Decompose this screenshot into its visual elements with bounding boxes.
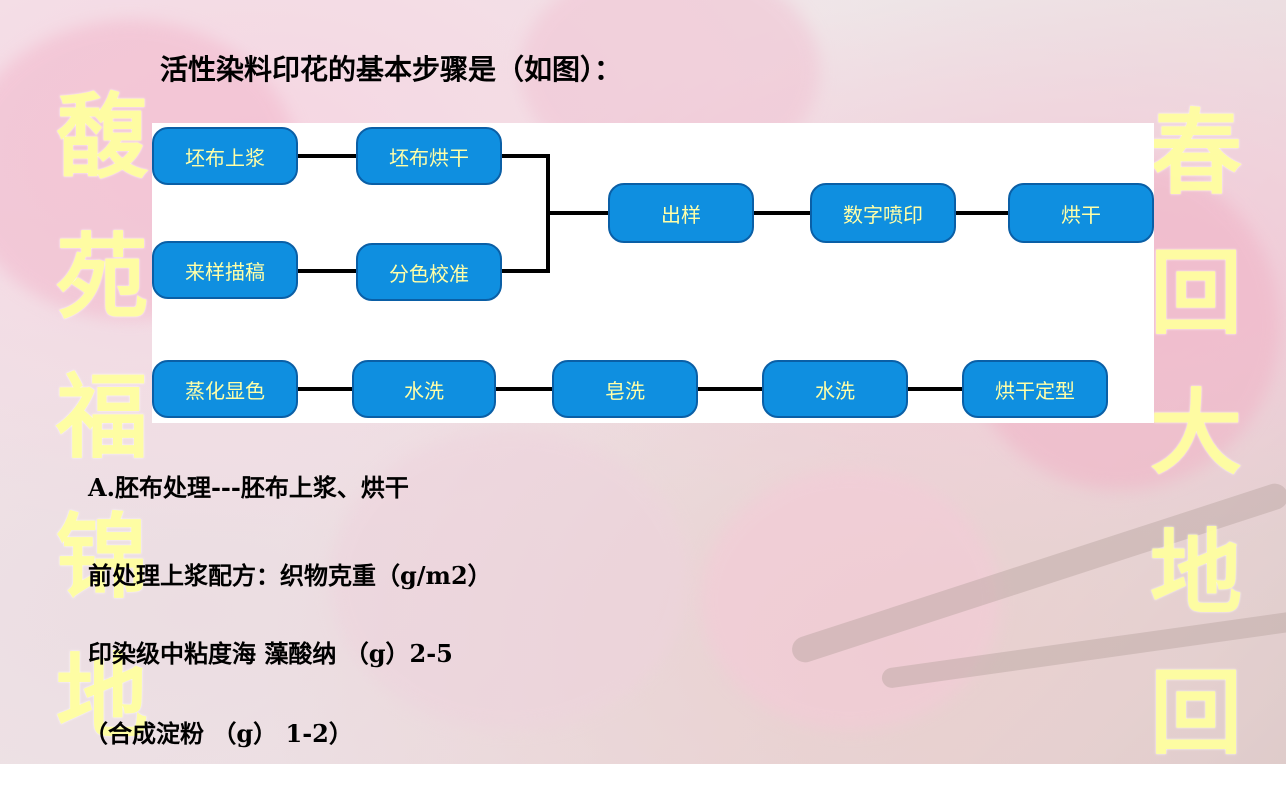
decor-char: 大 [1150,380,1243,487]
decor-char: 馥 [56,84,149,191]
node-n7: 烘干 [1008,183,1154,243]
node-n8: 蒸化显色 [152,360,298,418]
connector-lines [298,154,1008,391]
node-n9: 水洗 [352,360,496,418]
node-n6: 数字喷印 [810,183,956,243]
decor-char: 回 [1150,240,1243,347]
decor-char: 福 [56,364,149,471]
slide-title: 活性染料印花的基本步骤是（如图）： [160,53,623,86]
text-line-1: A.胚布处理---胚布上浆、烘干 [88,473,409,502]
node-n3: 来样描稿 [152,241,298,299]
node-n11: 水洗 [762,360,908,418]
decor-char: 苑 [56,224,149,331]
decor-char: 春 [1150,100,1243,207]
node-n5: 出样 [608,183,754,243]
node-n1: 坯布上浆 [152,127,298,185]
decor-char: 锦 [56,504,149,611]
text-line-2: 前处理上浆配方：织物克重（g/m2） [88,561,492,590]
right-decorative-text: 春 回 大 地 回 [1150,108,1242,808]
node-n4: 分色校准 [356,243,502,301]
blossom-shape [700,470,1000,730]
node-n12: 烘干定型 [962,360,1108,418]
process-flow-diagram: 坯布上浆 坯布烘干 来样描稿 分色校准 出样 数字喷印 烘干 蒸化显色 水洗 皂… [152,123,1154,423]
decor-char: 地 [56,644,149,751]
node-n2: 坯布烘干 [356,127,502,185]
edge-n2-junction [502,154,550,273]
decor-char: 地 [1150,520,1243,627]
decor-char: 回 [1150,660,1243,767]
text-line-4: （合成淀粉 （g） 1-2） [84,719,353,748]
blossom-shape [330,430,690,730]
left-decorative-text: 馥 苑 福 锦 地 [56,92,148,792]
text-line-3: 印染级中粘度海 藻酸纳 （g）2-5 [88,639,453,668]
node-n10: 皂洗 [552,360,698,418]
